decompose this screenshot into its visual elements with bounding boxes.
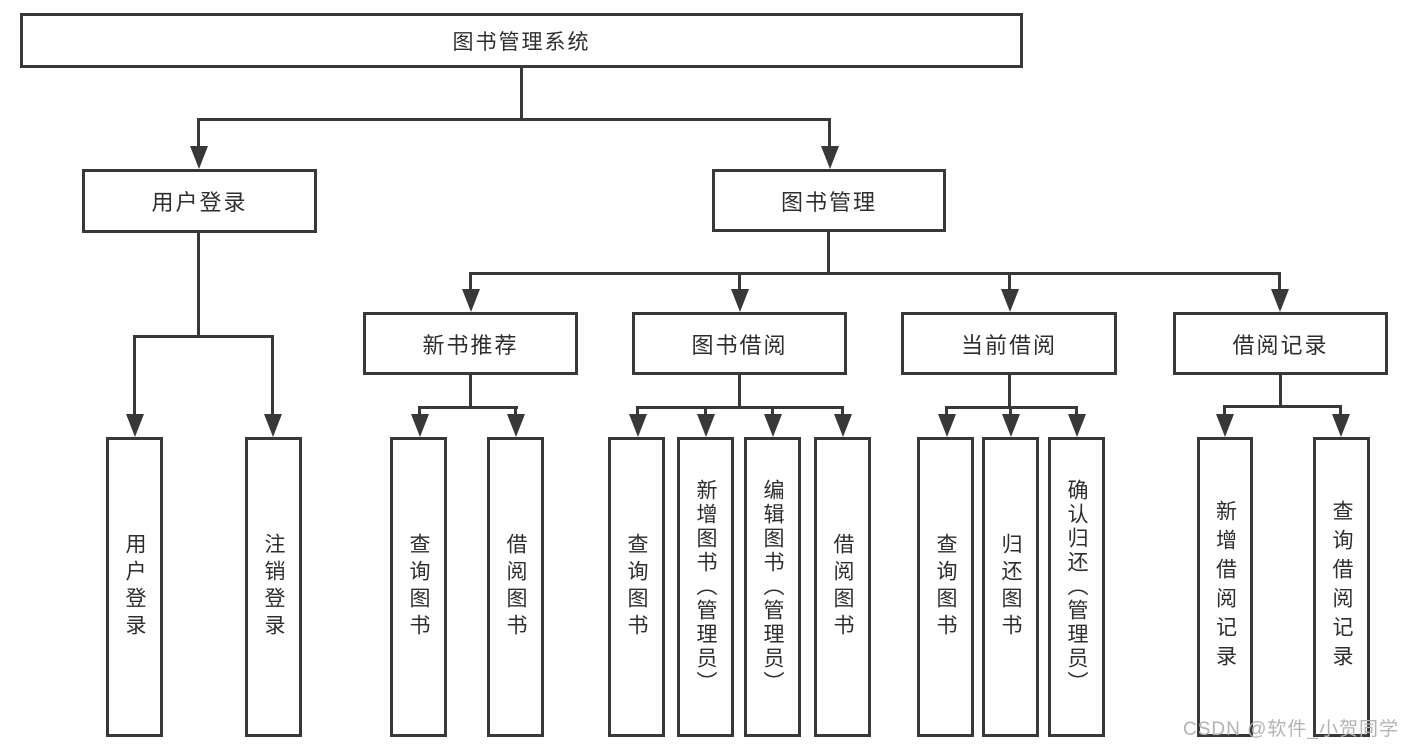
arrowhead-book-mgmt — [821, 146, 839, 169]
arrowhead-br-query — [1332, 414, 1350, 437]
arrowhead-new-books — [462, 289, 480, 312]
leaf-bb-borrow-books: 借阅图书 — [814, 437, 871, 737]
edge-drop-new-books-stem — [469, 272, 472, 292]
edge-book-borrow-stem2 — [738, 375, 741, 407]
edge-borrow-records-stem2 — [1279, 375, 1282, 405]
leaf-logout: 注销登录 — [245, 437, 302, 737]
leaf-cb-confirm-return-admin: 确认归还（管理员） — [1048, 437, 1105, 737]
edge-drop-user-login-stem — [197, 118, 200, 148]
edge-drop-bb3 — [771, 406, 774, 415]
edge-borrow-records-hbar — [1223, 405, 1341, 408]
node-book-borrowing: 图书借阅 — [632, 312, 847, 375]
edge-drop-cb2 — [1009, 406, 1012, 415]
arrowhead-cb-confirm — [1068, 414, 1086, 437]
node-book-management: 图书管理 — [712, 169, 946, 232]
node-current-borrowing: 当前借阅 — [901, 312, 1117, 375]
arrowhead-br-add — [1216, 414, 1234, 437]
leaf-nb-query-books: 查询图书 — [390, 437, 447, 737]
edge-drop-bb1 — [636, 406, 639, 415]
arrowhead-current-borrow — [1001, 289, 1019, 312]
leaf-user-login: 用户登录 — [106, 437, 163, 737]
edge-drop-cb3 — [1075, 406, 1078, 415]
edge-user-login-hbar — [133, 335, 274, 338]
arrowhead-logout — [264, 414, 282, 437]
edge-drop-nb1 — [418, 406, 421, 415]
edge-drop-book-borrow-stem — [738, 272, 741, 292]
edge-new-books-hbar — [418, 406, 518, 409]
leaf-bb-add-books-admin: 新增图书（管理员） — [677, 437, 734, 737]
leaf-nb-borrow-books: 借阅图书 — [487, 437, 544, 737]
edge-drop-br1 — [1223, 405, 1226, 415]
arrowhead-cb-query — [938, 414, 956, 437]
arrowhead-book-borrow — [731, 289, 749, 312]
edge-user-login-stem — [197, 233, 200, 335]
arrowhead-bb-add — [697, 414, 715, 437]
edge-root-stem — [520, 68, 523, 118]
arrowhead-bb-edit — [764, 414, 782, 437]
arrowhead-bb-query — [629, 414, 647, 437]
arrowhead-nb-query — [411, 414, 429, 437]
leaf-cb-return-books: 归还图书 — [982, 437, 1039, 737]
edge-drop-current-borrow-stem — [1008, 272, 1011, 292]
arrowhead-cb-return — [1002, 414, 1020, 437]
edge-book-mgmt-hbar — [469, 272, 1281, 275]
edge-new-books-stem — [469, 375, 472, 406]
arrowhead-user-login — [190, 146, 208, 169]
edge-book-borrow-hbar — [636, 406, 844, 409]
arrowhead-login — [126, 414, 144, 437]
node-user-login: 用户登录 — [82, 169, 317, 233]
edge-drop-nb2 — [514, 406, 517, 415]
edge-drop-cb1 — [945, 406, 948, 415]
edge-drop-logout-stem — [271, 335, 274, 415]
node-new-book-recommend: 新书推荐 — [363, 312, 578, 375]
edge-drop-borrow-records-stem — [1278, 272, 1281, 292]
csdn-watermark: CSDN @软件_小贺同学 — [1183, 719, 1399, 740]
leaf-br-add-record: 新增借阅记录 — [1197, 437, 1253, 737]
arrowhead-borrow-records — [1271, 289, 1289, 312]
edge-book-mgmt-stem — [827, 232, 830, 272]
edge-drop-login-stem — [133, 335, 136, 415]
leaf-bb-query-books: 查询图书 — [608, 437, 665, 737]
edge-drop-bb4 — [841, 406, 844, 415]
node-borrow-records: 借阅记录 — [1173, 312, 1388, 375]
leaf-br-query-record: 查询借阅记录 — [1313, 437, 1370, 737]
leaf-bb-edit-books-admin: 编辑图书（管理员） — [744, 437, 801, 737]
arrowhead-nb-borrow — [507, 414, 525, 437]
edge-root-hbar — [197, 118, 831, 121]
edge-drop-book-mgmt-stem — [828, 118, 831, 148]
edge-current-borrow-stem2 — [1008, 375, 1011, 406]
edge-drop-br2 — [1339, 405, 1342, 415]
edge-drop-bb2 — [704, 406, 707, 415]
arrowhead-bb-borrow — [834, 414, 852, 437]
node-library-management-system: 图书管理系统 — [20, 13, 1023, 68]
leaf-cb-query-books: 查询图书 — [917, 437, 974, 737]
